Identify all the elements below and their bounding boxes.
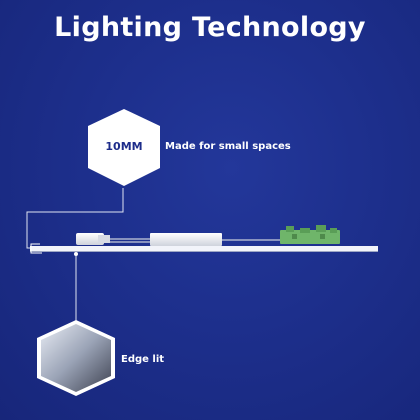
connector-module-cap: [98, 235, 110, 243]
thickness-badge-hexagon: [88, 109, 160, 186]
page-title: Lighting Technology: [54, 12, 366, 43]
edge-lit-caption: Edge lit: [121, 354, 165, 365]
driver-board: [280, 230, 340, 244]
led-panel: [30, 246, 378, 251]
connector-module: [76, 233, 104, 245]
led-panel-shadow: [30, 251, 378, 252]
driver-box: [150, 233, 222, 246]
thickness-badge-label: 10MM: [105, 140, 143, 153]
panel-edge-bracket: [30, 243, 42, 254]
edge-lit-marker: [74, 252, 78, 256]
edge-lit-hexagon-image: [41, 324, 111, 392]
thickness-caption: Made for small spaces: [165, 141, 291, 152]
